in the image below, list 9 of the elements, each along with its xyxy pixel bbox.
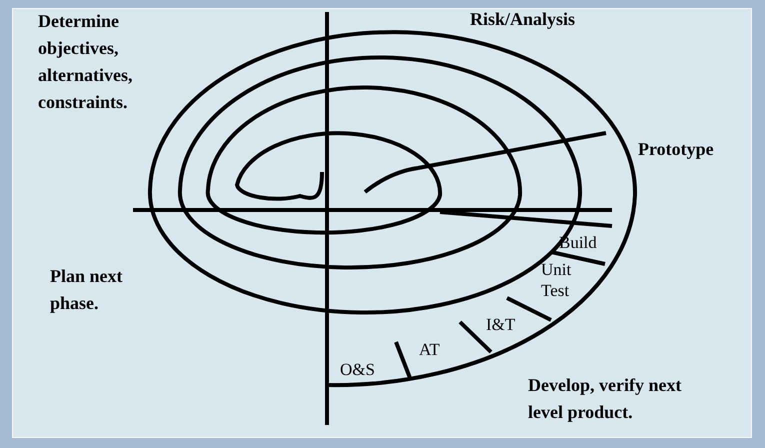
quadrant-label: Plan next phase. — [50, 265, 124, 315]
phase-label: O&S — [340, 359, 375, 380]
quadrant-label: Prototype — [638, 138, 714, 161]
phase-label: Unit Test — [541, 259, 572, 301]
quadrant-label: Risk/Analysis — [470, 8, 576, 31]
phase-label: I&T — [486, 314, 516, 335]
phase-label: AT — [419, 339, 440, 360]
quadrant-label: Determine objectives, alternatives, constraints. — [38, 10, 134, 114]
quadrant-label: Develop, verify next level product. — [528, 374, 682, 424]
